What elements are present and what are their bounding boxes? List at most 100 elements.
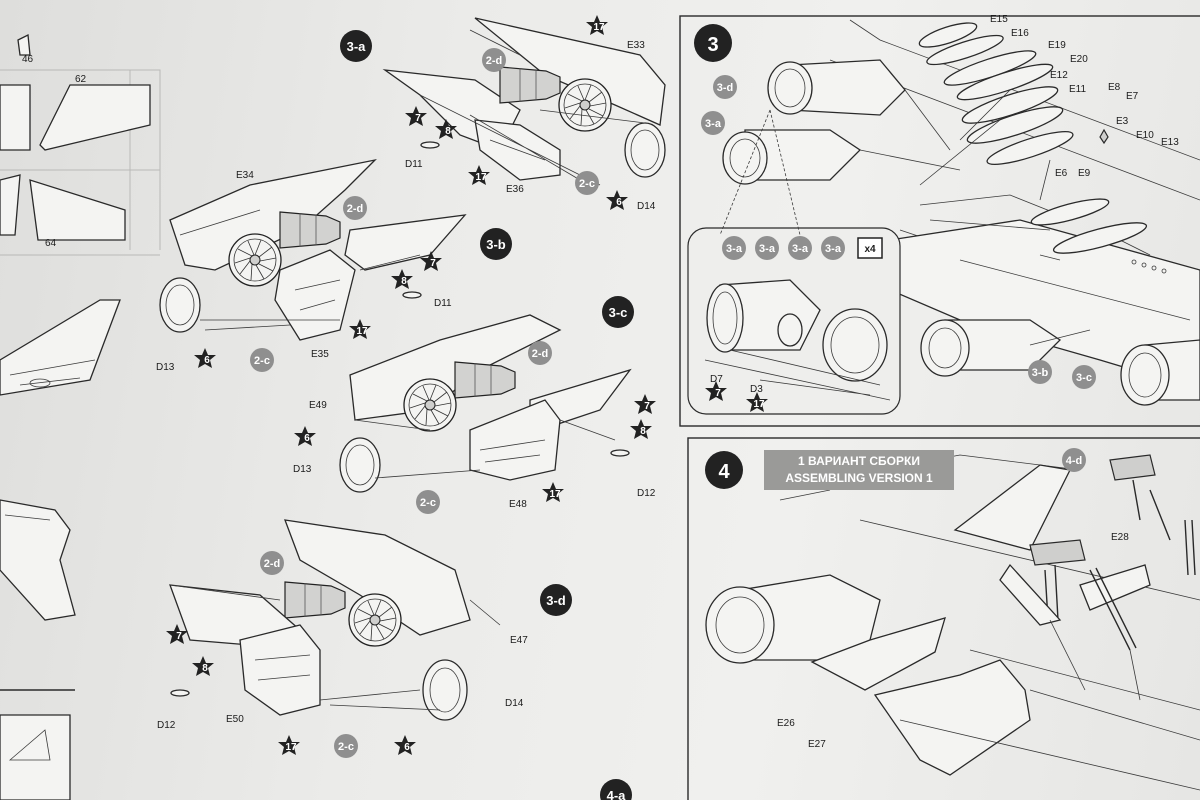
svg-text:3: 3 (707, 34, 718, 56)
paint-star-8: 8 (192, 656, 214, 676)
part-label: E19 (1048, 40, 1066, 51)
paint-star-7: 7 (166, 624, 188, 644)
engine-assembly-3a (382, 17, 666, 186)
part-label: E16 (1011, 28, 1029, 39)
part-label: E6 (1055, 168, 1068, 179)
part-label: E20 (1070, 54, 1088, 65)
paint-star-8: 8 (435, 119, 457, 139)
callout-2d: 2-d (343, 196, 367, 220)
svg-text:2-c: 2-c (579, 178, 595, 190)
callout-3a: 3-a (722, 236, 746, 260)
paint-star-7: 7 (705, 381, 727, 401)
svg-text:3-a: 3-a (792, 243, 809, 255)
step-4-frame (687, 437, 1200, 800)
svg-text:17: 17 (753, 399, 765, 410)
part-label: E10 (1136, 130, 1154, 141)
part-label: D14 (637, 201, 656, 212)
part-label: E3 (1116, 116, 1129, 127)
svg-text:3-d: 3-d (717, 82, 734, 94)
svg-text:17: 17 (285, 742, 297, 753)
paint-star-17: 17 (468, 165, 490, 185)
paint-star-17: 17 (542, 482, 564, 502)
step-4-title-banner: 1 ВАРИАНТ СБОРКИ ASSEMBLING VERSION 1 (764, 450, 954, 490)
svg-text:2-c: 2-c (254, 355, 270, 367)
part-label: D3 (750, 384, 763, 395)
svg-text:8: 8 (202, 663, 208, 674)
callout-2c: 2-c (334, 734, 358, 758)
svg-text:3-c: 3-c (609, 305, 628, 320)
step-number-3: 3 (694, 24, 732, 62)
part-label: E26 (777, 718, 795, 729)
callout-3a: 3-a (701, 111, 725, 135)
part-label: D12 (637, 488, 656, 499)
svg-text:2-d: 2-d (532, 348, 549, 360)
svg-text:x4: x4 (864, 244, 876, 255)
part-label: E12 (1050, 70, 1068, 81)
svg-text:6: 6 (404, 742, 410, 753)
paint-star-7: 7 (420, 251, 442, 271)
part-label: E15 (990, 14, 1008, 25)
paint-star-6: 6 (294, 426, 316, 446)
svg-text:3-b: 3-b (1032, 367, 1049, 379)
part-label: E47 (510, 635, 528, 646)
callout-2d: 2-d (260, 551, 284, 575)
part-label: D13 (156, 362, 175, 373)
paint-star-7: 7 (634, 394, 656, 414)
svg-text:7: 7 (415, 113, 421, 124)
part-label: E13 (1161, 137, 1179, 148)
step-4-title-ru: 1 ВАРИАНТ СБОРКИ (798, 454, 920, 468)
svg-text:2-c: 2-c (338, 741, 354, 753)
callout-2c: 2-c (416, 490, 440, 514)
svg-text:6: 6 (304, 433, 310, 444)
callout-3a: 3-a (755, 236, 779, 260)
part-label: D11 (434, 298, 452, 309)
callout-2d: 2-d (482, 48, 506, 72)
step-bubble-3d: 3-d (540, 584, 572, 616)
svg-text:4-d: 4-d (1066, 455, 1083, 467)
part-label: D11 (405, 159, 423, 170)
part-label: E11 (1069, 84, 1086, 95)
svg-text:7: 7 (430, 258, 436, 269)
svg-text:2-d: 2-d (486, 55, 503, 67)
paint-star-6: 6 (606, 190, 628, 210)
step-bubble-3b: 3-b (480, 228, 512, 260)
part-label: E27 (808, 739, 826, 750)
svg-text:17: 17 (475, 172, 487, 183)
svg-text:3-d: 3-d (546, 593, 566, 608)
svg-text:6: 6 (616, 197, 622, 208)
step-3-frame (679, 15, 1200, 427)
part-label: E48 (509, 499, 527, 510)
callout-3a: 3-a (821, 236, 845, 260)
svg-text:7: 7 (715, 388, 721, 399)
svg-text:3-a: 3-a (759, 243, 776, 255)
svg-text:8: 8 (445, 126, 451, 137)
svg-text:17: 17 (356, 326, 368, 337)
callout-3c: 3-c (1072, 365, 1096, 389)
paint-star-8: 8 (630, 419, 652, 439)
callout-3d: 3-d (713, 75, 737, 99)
svg-text:4-a: 4-a (607, 788, 627, 800)
sprue-number: 64 (45, 238, 57, 249)
callout-2c: 2-c (575, 171, 599, 195)
svg-text:2-d: 2-d (264, 558, 281, 570)
step-bubble-3a: 3-a (340, 30, 372, 62)
engine-assembly-3b (159, 158, 467, 341)
detail-leader (719, 109, 801, 236)
svg-text:8: 8 (640, 426, 646, 437)
step-bubble-3c: 3-c (602, 296, 634, 328)
paint-star-7: 7 (405, 106, 427, 126)
part-label: E8 (1108, 82, 1121, 93)
svg-text:3-c: 3-c (1076, 372, 1092, 384)
part-label: E33 (627, 40, 645, 51)
paint-star-17: 17 (349, 319, 371, 339)
svg-text:6: 6 (204, 355, 210, 366)
part-label: E28 (1111, 532, 1129, 543)
paint-star-17: 17 (278, 735, 300, 755)
part-label: E36 (506, 184, 524, 195)
engine-assembly-3d (169, 519, 501, 721)
svg-text:4: 4 (718, 461, 730, 483)
paint-star-17: 17 (746, 392, 768, 412)
part-label: D13 (293, 464, 312, 475)
